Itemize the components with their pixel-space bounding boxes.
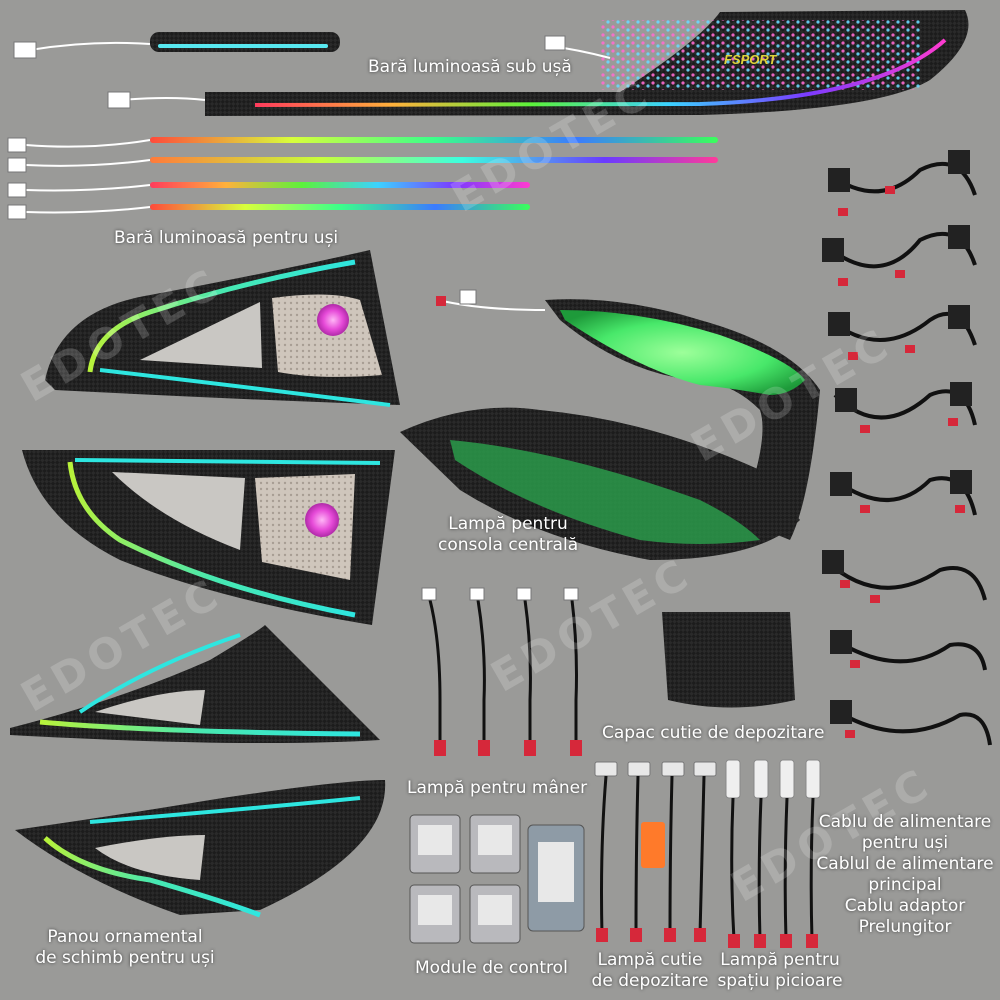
control-modules bbox=[409, 814, 585, 944]
door-trim-panel-4 bbox=[15, 780, 386, 918]
label-cable-list: Cablu de alimentare pentru uși Cablul de… bbox=[815, 812, 995, 938]
handle-lamp-cables bbox=[421, 587, 582, 756]
label-line: de depozitare bbox=[591, 971, 709, 991]
label-center-console-lamp: Lampă pentru consola centrală bbox=[438, 514, 578, 556]
harness-connectors bbox=[822, 150, 972, 724]
under-door-light-bar-long: FSPORT bbox=[107, 10, 969, 116]
harness-red-plugs bbox=[838, 186, 965, 738]
label-power-cable-doors: Cablu de alimentare bbox=[818, 812, 992, 832]
label-line: spațiu picioare bbox=[717, 971, 843, 991]
label-line: Lampă pentru bbox=[720, 950, 840, 970]
label-trim-panel: Panou ornamental de schimb pentru uși bbox=[30, 927, 220, 969]
label-line: consola centrală bbox=[438, 535, 579, 555]
wiring-harness-stack bbox=[823, 161, 992, 746]
label-line: Panou ornamental bbox=[47, 927, 203, 947]
label-main-power-cable: Cablul de alimentare bbox=[816, 854, 994, 874]
label-adapter-cable: Cablu adaptor bbox=[844, 896, 966, 916]
label-storage-box-lamp: Lampă cutie de depozitare bbox=[590, 950, 710, 992]
center-console-lamp bbox=[400, 289, 820, 560]
door-trim-panel-1 bbox=[45, 250, 400, 407]
footwell-lamp-cables bbox=[725, 759, 821, 948]
label-footwell-lamp: Lampă pentru spațiu picioare bbox=[710, 950, 850, 992]
door-light-bars bbox=[7, 137, 718, 220]
label-line: Lampă pentru bbox=[448, 514, 568, 534]
label-door-light-bar: Bară luminoasă pentru uși bbox=[114, 228, 339, 248]
door-trim-panel-2 bbox=[22, 450, 395, 625]
label-power-cable-doors-2: pentru uși bbox=[861, 833, 949, 853]
label-control-modules: Module de control bbox=[415, 958, 568, 978]
label-under-door-light-bar: Bară luminoasă sub ușă bbox=[368, 57, 572, 77]
label-extension-cable: Prelungitor bbox=[858, 917, 952, 937]
label-handle-lamp: Lampă pentru mâner bbox=[407, 778, 588, 798]
door-trim-panel-3 bbox=[10, 625, 380, 744]
under-door-light-bar-short bbox=[13, 32, 340, 59]
storage-box-cover bbox=[662, 612, 795, 708]
label-storage-box-cover: Capac cutie de depozitare bbox=[602, 723, 825, 743]
label-main-power-cable-2: principal bbox=[868, 875, 942, 895]
storage-box-lamp-cables bbox=[594, 761, 717, 942]
label-line: de schimb pentru uși bbox=[35, 948, 215, 968]
label-line: Lampă cutie bbox=[597, 950, 703, 970]
fsport-badge: FSPORT bbox=[724, 52, 778, 67]
